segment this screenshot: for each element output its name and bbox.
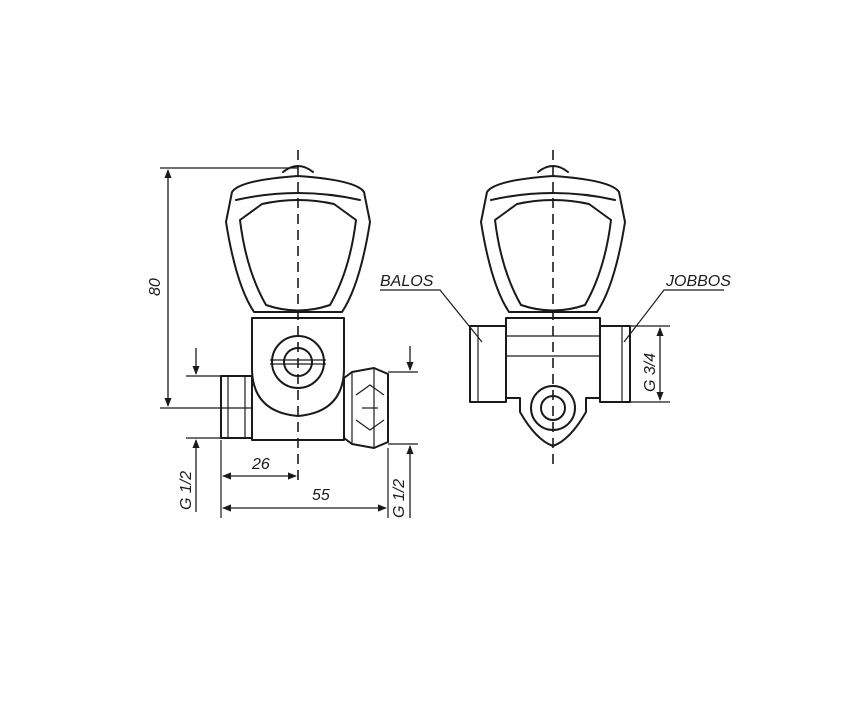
front-handle [225, 165, 371, 313]
dimension-g34: G 3/4 [630, 325, 670, 403]
height-label: 80 [147, 278, 164, 296]
dimension-height: 80 [147, 167, 298, 409]
side-handle [480, 165, 626, 313]
dimension-pipe-right: G 1/2 [388, 346, 418, 518]
side-right-port [599, 325, 631, 403]
width-partial-label: 26 [251, 456, 270, 473]
width-total-label: 55 [312, 487, 330, 504]
callout-jobbos: JOBBOS [623, 273, 731, 343]
side-view [469, 150, 631, 470]
pipe-right-label: G 1/2 [391, 479, 408, 518]
callout-balos: BALOS [380, 273, 483, 343]
dimension-55: 55 [222, 448, 389, 518]
front-left-spigot [220, 375, 253, 439]
pipe-left-label: G 1/2 [178, 471, 195, 510]
side-left-port [469, 325, 507, 403]
dimension-26: 26 [220, 440, 297, 518]
connection-label: G 3/4 [642, 353, 659, 392]
front-right-nut [343, 367, 389, 449]
front-view [220, 150, 389, 482]
balos-label: BALOS [380, 273, 434, 290]
jobbos-label: JOBBOS [665, 273, 731, 290]
dimension-pipe-left: G 1/2 [178, 348, 221, 512]
